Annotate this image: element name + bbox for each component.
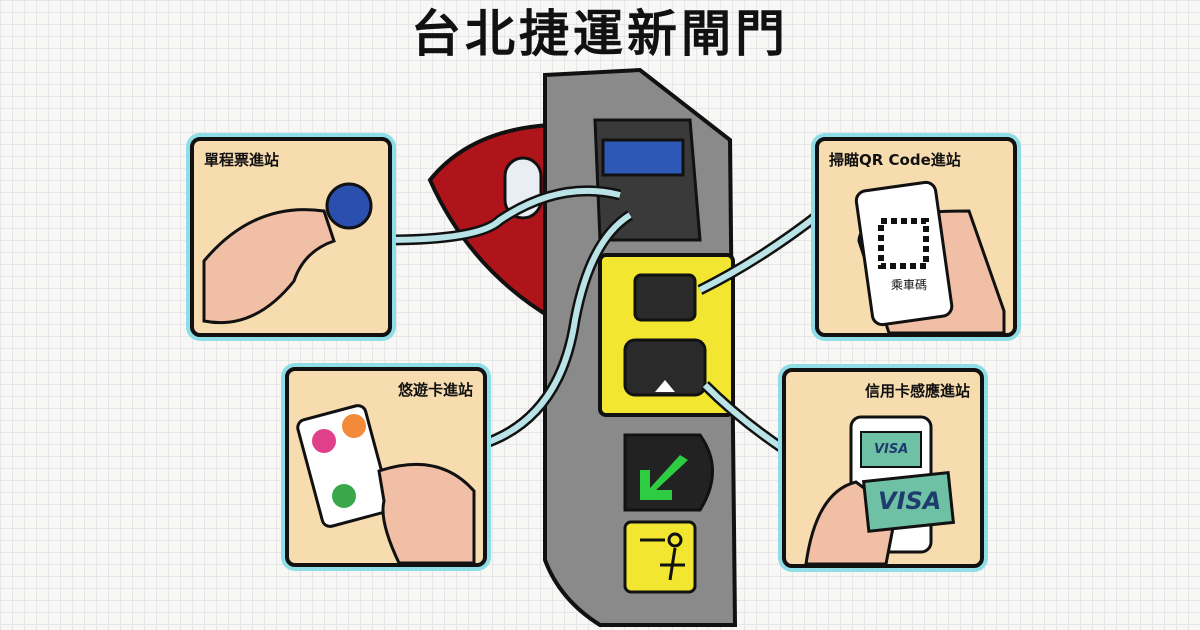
visa-logo-small: VISA: [874, 442, 909, 457]
accessibility-sign: [623, 520, 697, 594]
panel-label: 信用卡感應進站: [864, 382, 970, 400]
panel-label: 悠遊卡進站: [397, 381, 473, 399]
green-arrow-icon: [640, 455, 688, 500]
qr-code-icon: [878, 218, 929, 269]
hand-phone-icon: [854, 180, 1006, 333]
panel-label: 掃瞄QR Code進站: [829, 151, 961, 169]
hand-easycard-icon: [296, 404, 476, 565]
visa-logo-large: VISA: [878, 487, 942, 515]
phone-text: 乘車碼: [891, 278, 928, 292]
panel-label: 單程票進站: [204, 151, 280, 169]
panel-credit-card: 信用卡感應進站 VISA VISA: [782, 368, 984, 568]
page-title: 台北捷運新閘門: [411, 5, 789, 63]
hand-token-icon: [202, 182, 373, 325]
panel-easycard: 悠遊卡進站: [285, 367, 487, 567]
qr-scanner: [633, 273, 697, 322]
panel-qr-code: 掃瞄QR Code進站 乘車碼: [815, 137, 1017, 337]
panel-single-ticket: 單程票進站: [190, 137, 392, 337]
hand-phone-card-icon: [804, 415, 956, 564]
card-reader: [623, 338, 707, 397]
ticket-screen: [601, 138, 685, 177]
